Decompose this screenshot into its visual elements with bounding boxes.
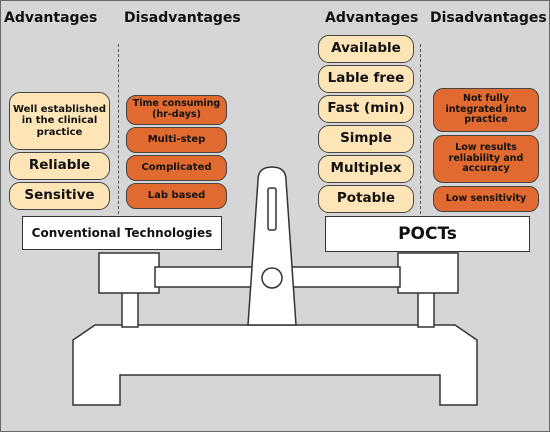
left-disadvantages-header: Disadvantages bbox=[124, 10, 241, 26]
left-disadvantage-item: Lab based bbox=[126, 183, 227, 209]
right-advantage-item: Available bbox=[318, 35, 414, 63]
right-advantages-header: Advantages bbox=[325, 10, 419, 26]
right-disadvantages-header: Disadvantages bbox=[430, 10, 547, 26]
right-advantage-item: Lable free bbox=[318, 65, 414, 93]
right-pan-holder bbox=[397, 252, 459, 294]
right-divider bbox=[420, 44, 421, 214]
left-disadvantage-item: Multi-step bbox=[126, 127, 227, 153]
center-pillar bbox=[247, 166, 297, 326]
left-advantage-item: Reliable bbox=[9, 152, 110, 180]
right-advantage-item: Multiplex bbox=[318, 155, 414, 183]
left-disadvantage-item: Time consuming (hr-days) bbox=[126, 95, 227, 125]
left-divider bbox=[118, 44, 119, 214]
right-disadvantage-item: Not fully integrated into practice bbox=[433, 88, 539, 132]
scale-base bbox=[72, 324, 478, 406]
pivot-circle bbox=[261, 267, 283, 289]
right-advantage-item: Potable bbox=[318, 185, 414, 213]
left-disadvantage-item: Complicated bbox=[126, 155, 227, 181]
right-advantage-item: Fast (min) bbox=[318, 95, 414, 123]
left-advantage-item: Well established in the clinical practic… bbox=[9, 92, 110, 150]
left-advantages-header: Advantages bbox=[4, 10, 98, 26]
right-disadvantage-item: Low sensitivity bbox=[433, 186, 539, 212]
left-pan-holder bbox=[98, 252, 160, 294]
pillar-slot bbox=[267, 187, 277, 231]
right-disadvantage-item: Low results reliability and accuracy bbox=[433, 135, 539, 183]
left-advantage-item: Sensitive bbox=[9, 182, 110, 210]
right-scale-tray: POCTs bbox=[325, 216, 530, 252]
right-advantage-item: Simple bbox=[318, 125, 414, 153]
left-scale-tray: Conventional Technologies bbox=[22, 216, 222, 250]
